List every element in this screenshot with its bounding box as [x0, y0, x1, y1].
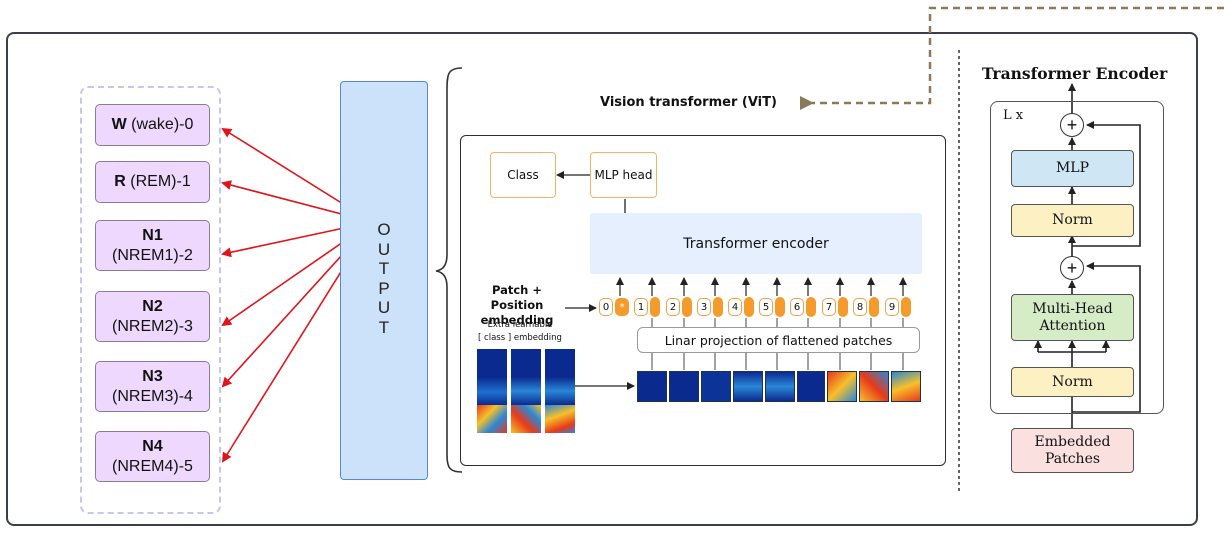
sleep-stage-group: [80, 86, 221, 514]
class-output-box: Class: [490, 152, 556, 198]
token-4: 4: [728, 297, 754, 317]
class-rem: R (REM)-1: [95, 161, 210, 203]
patch-thumb: [477, 405, 507, 433]
token-up-arrows: [616, 277, 907, 296]
flat-patch: [733, 371, 763, 402]
patch-thumb: [545, 405, 575, 433]
patch-thumb: [477, 349, 507, 377]
patch-thumb: [511, 349, 541, 377]
flat-patch: [637, 371, 667, 402]
token-2: 2: [666, 297, 692, 317]
token-6: 6: [790, 297, 816, 317]
token-7: 7: [822, 297, 848, 317]
linear-projection-box: Linar projection of flattened patches: [637, 327, 920, 353]
class-n3-label: (NREM3)-4: [112, 387, 193, 405]
class-n1-label: (NREM1)-2: [112, 246, 193, 264]
flat-patch: [669, 371, 699, 402]
class-embedding-label: [ class ] embedding: [478, 333, 562, 343]
class-n2-label: (NREM2)-3: [112, 317, 193, 335]
flat-patch: [701, 371, 731, 402]
token-0: 0 *: [599, 297, 629, 317]
encoder-norm-top: Norm: [1011, 204, 1134, 237]
token-1: 1: [634, 297, 660, 317]
flat-patch: [765, 371, 795, 402]
encoder-title: Transformer Encoder: [982, 64, 1168, 83]
patch-thumb: [477, 377, 507, 405]
encoder-attention: Multi-Head Attention: [1011, 294, 1134, 341]
output-bar: [340, 81, 428, 480]
token-8: 8: [853, 297, 879, 317]
class-n2-code: N2: [142, 297, 163, 315]
flat-patch: [827, 371, 857, 402]
extra-learnable-label: Extra learnable: [487, 320, 553, 330]
class-wake-label: (wake)-0: [126, 116, 194, 133]
encoder-mlp: MLP: [1011, 150, 1134, 187]
patch-thumb: [545, 377, 575, 405]
token-3: 3: [697, 297, 723, 317]
patch-thumb: [511, 377, 541, 405]
encoder-repeat-label: L x: [1003, 108, 1024, 123]
class-n4: N4 (NREM4)-5: [95, 431, 210, 482]
class-n1-code: N1: [142, 226, 163, 244]
class-rem-label: (REM)-1: [125, 173, 191, 190]
patch-thumb: [511, 405, 541, 433]
vit-panel: [460, 135, 946, 466]
vit-transformer-encoder: Transformer encoder: [590, 213, 922, 274]
flat-patch: [859, 371, 889, 402]
residual-add-bottom-icon: +: [1060, 256, 1084, 280]
flat-patch: [797, 371, 825, 402]
class-n4-code: N4: [142, 437, 163, 455]
token-9: 9: [885, 297, 911, 317]
flat-patch: [891, 371, 921, 402]
encoder-norm-bottom: Norm: [1011, 367, 1134, 397]
class-wake: W (wake)-0: [95, 104, 210, 146]
mlp-head-box: MLP head: [590, 152, 657, 198]
class-n3: N3 (NREM3)-4: [95, 361, 210, 412]
curly-brace: [435, 67, 463, 473]
class-n4-label: (NREM4)-5: [112, 457, 193, 475]
outer-frame: [6, 32, 1198, 526]
vit-title: Vision transformer (ViT): [600, 95, 777, 110]
vit-link-dashed: [800, 6, 1224, 110]
class-n1: N1 (NREM1)-2: [95, 220, 210, 271]
residual-add-top-icon: +: [1060, 113, 1084, 137]
embedded-patches: Embedded Patches: [1011, 428, 1134, 473]
class-n3-code: N3: [142, 367, 163, 385]
encoder-block: [990, 101, 1164, 414]
output-label: O U T P U T: [377, 220, 391, 337]
class-n2: N2 (NREM2)-3: [95, 291, 210, 342]
class-wake-code: W: [111, 116, 127, 133]
patch-thumb: [545, 349, 575, 377]
class-rem-code: R: [114, 173, 126, 190]
patch-position-label: Patch + Position embedding: [480, 283, 554, 327]
token-5: 5: [759, 297, 785, 317]
